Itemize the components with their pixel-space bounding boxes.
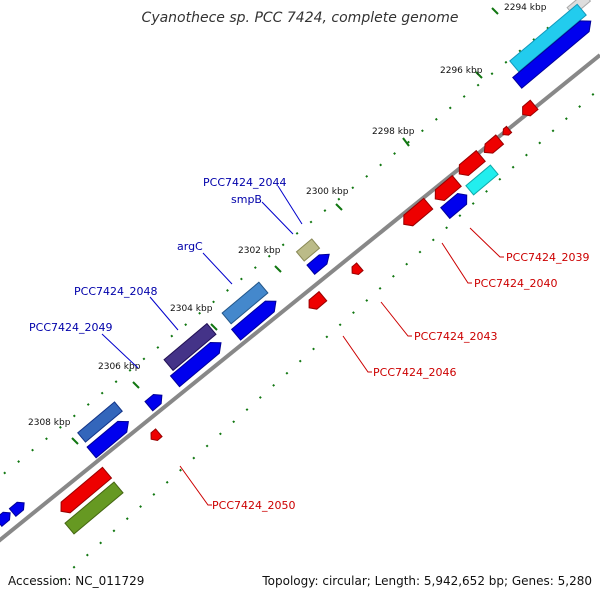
gene-feature[interactable] <box>500 125 513 137</box>
gene-feature[interactable] <box>295 238 321 262</box>
gene-label-pcc7424-2040[interactable]: PCC7424_2040 <box>474 277 557 290</box>
tick-label: 2306 kbp <box>98 362 141 372</box>
gene-feature[interactable] <box>455 149 486 180</box>
tick-label: 2302 kbp <box>238 246 281 256</box>
forward-labels: PCC7424_2044 smpB argC PCC7424_2048 PCC7… <box>29 176 286 334</box>
gene-label-pcc7424-2046[interactable]: PCC7424_2046 <box>373 366 456 379</box>
gene-label-pcc7424-2048[interactable]: PCC7424_2048 <box>74 285 157 298</box>
genome-summary-text: Topology: circular; Length: 5,942,652 bp… <box>262 574 592 588</box>
gene-label-smpb[interactable]: smpB <box>231 193 262 206</box>
gene-feature[interactable] <box>86 416 133 459</box>
reverse-leaders <box>179 227 504 506</box>
forward-features <box>0 0 596 528</box>
gene-feature[interactable] <box>512 16 596 89</box>
gene-label-argc[interactable]: argC <box>177 240 203 253</box>
gene-label-pcc7424-2044[interactable]: PCC7424_2044 <box>203 176 286 189</box>
tick-label: 2308 kbp <box>28 418 71 428</box>
gene-feature[interactable] <box>144 391 166 412</box>
tick-label: 2294 kbp <box>504 3 547 13</box>
gene-feature[interactable] <box>57 466 113 516</box>
forward-leaders <box>101 185 303 369</box>
gene-feature[interactable] <box>148 428 163 443</box>
gene-feature[interactable] <box>349 262 364 277</box>
reverse-labels: PCC7424_2039 PCC7424_2040 PCC7424_2043 P… <box>212 251 589 512</box>
gene-feature[interactable] <box>230 296 281 341</box>
tick-label: 2296 kbp <box>440 66 483 76</box>
gene-label-pcc7424-2049[interactable]: PCC7424_2049 <box>29 321 112 334</box>
gene-feature[interactable] <box>509 3 587 73</box>
accession-text: Accession: NC_011729 <box>8 574 145 588</box>
gene-feature[interactable] <box>221 281 269 325</box>
gene-label-pcc7424-2050[interactable]: PCC7424_2050 <box>212 499 295 512</box>
gene-feature[interactable] <box>169 337 226 388</box>
genome-backbone <box>0 53 600 543</box>
gene-feature[interactable] <box>440 190 471 220</box>
gene-feature[interactable] <box>77 401 123 443</box>
tick-label: 2304 kbp <box>170 304 213 314</box>
gene-feature[interactable] <box>480 134 505 157</box>
tick-label: 2300 kbp <box>306 187 349 197</box>
map-title: Cyanothece sp. PCC 7424, complete genome <box>141 10 459 26</box>
gene-feature[interactable] <box>519 99 539 119</box>
reverse-features <box>57 99 539 535</box>
gene-feature[interactable] <box>64 481 124 535</box>
tick-labels: 2294 kbp 2296 kbp 2298 kbp 2300 kbp 2302… <box>28 3 547 428</box>
tick-label: 2298 kbp <box>372 127 415 137</box>
gene-feature[interactable] <box>305 290 328 313</box>
gene-feature[interactable] <box>306 250 333 276</box>
gene-feature[interactable] <box>8 499 27 518</box>
gene-feature[interactable] <box>431 174 462 205</box>
gene-label-pcc7424-2039[interactable]: PCC7424_2039 <box>506 251 589 264</box>
gene-feature[interactable] <box>163 322 217 372</box>
gene-feature[interactable] <box>0 509 13 528</box>
gene-feature[interactable] <box>465 164 499 196</box>
tick-marks <box>71 7 499 445</box>
gene-label-pcc7424-2043[interactable]: PCC7424_2043 <box>414 330 497 343</box>
gene-feature[interactable] <box>399 197 434 229</box>
